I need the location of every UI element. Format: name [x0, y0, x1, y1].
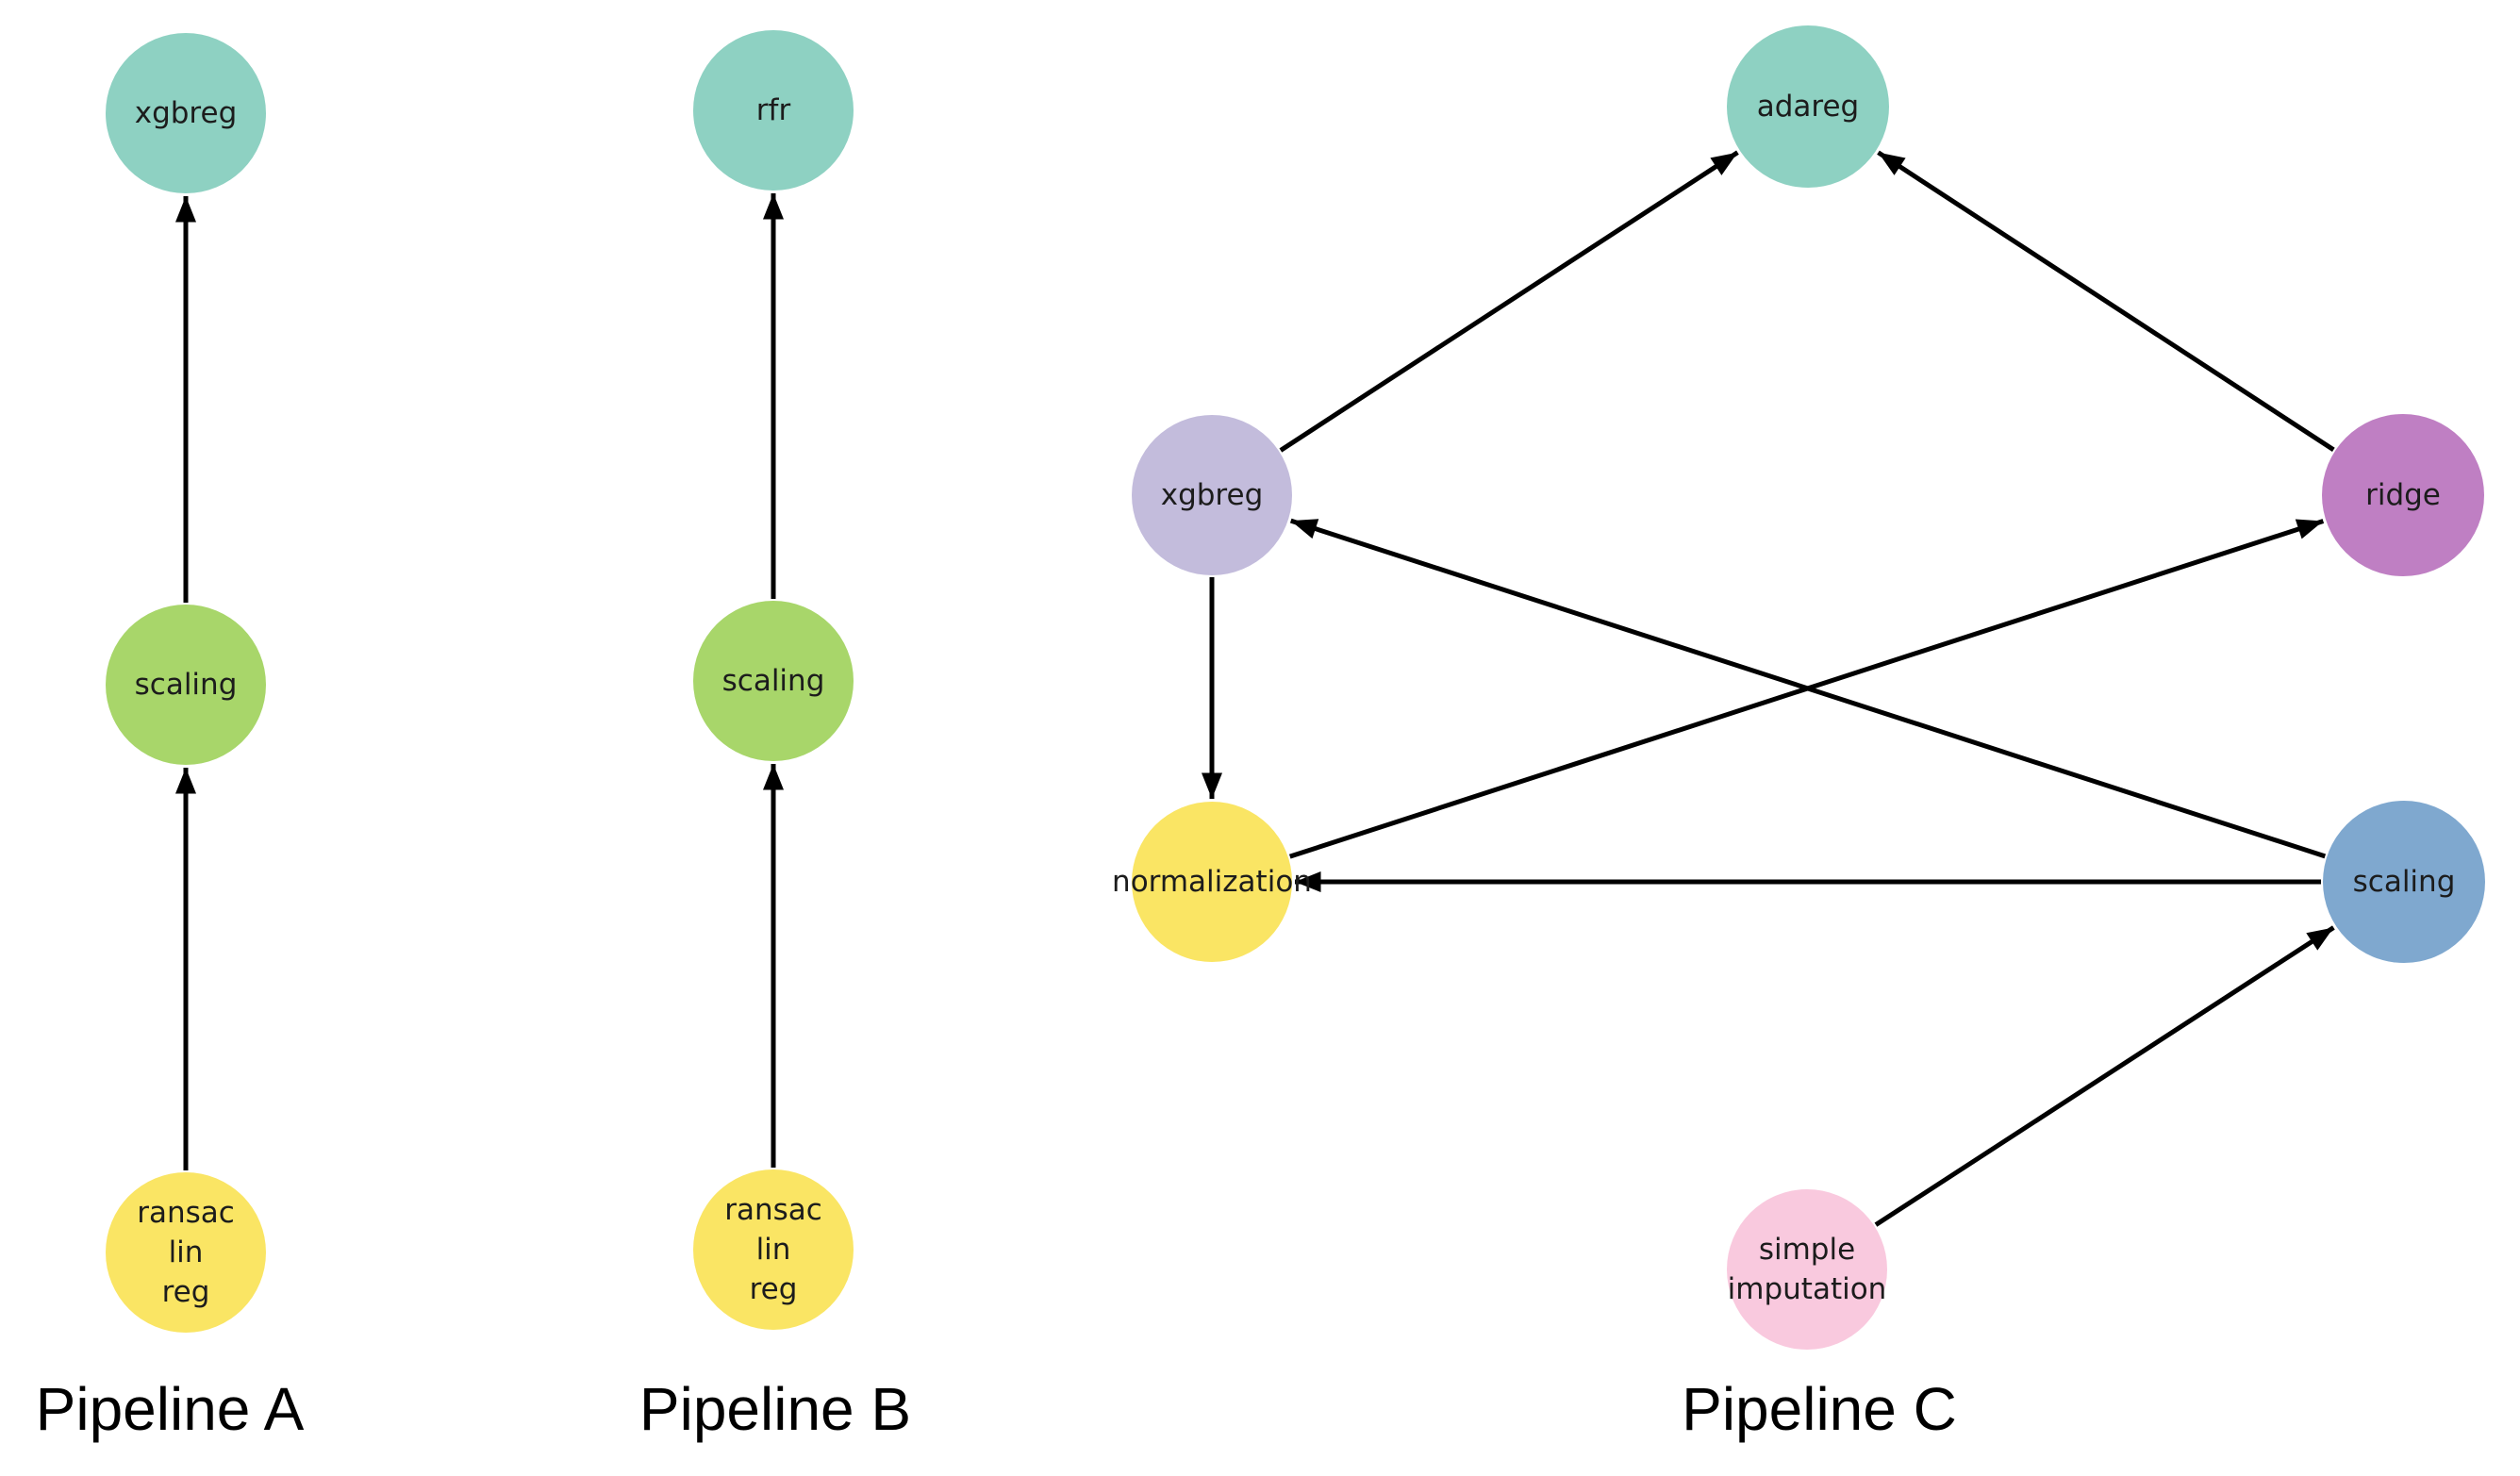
node-label-A-ransac: lin [169, 1236, 204, 1269]
pipeline-title-pipeline-a: Pipeline A [36, 1375, 305, 1443]
node-label-A-scaling: scaling [135, 668, 238, 702]
node-circle-C-normalization [1132, 802, 1292, 962]
node-label-B-scaling: scaling [722, 664, 825, 698]
node-C-scaling: scaling [2323, 801, 2485, 963]
node-label-C-scaling: scaling [2353, 865, 2456, 899]
node-label-C-adareg: adareg [1757, 90, 1860, 124]
node-C-normalization: normalization [1112, 802, 1312, 962]
node-circle-C-xgbreg [1132, 415, 1292, 575]
node-C-adareg: adareg [1727, 25, 1889, 188]
node-label-C-simple-imputation: simple [1759, 1233, 1855, 1267]
node-C-ridge: ridge [2322, 414, 2484, 576]
edge-C-ridge-to-C-adareg [1877, 150, 2335, 452]
edge-C-normalization-to-C-ridge [1288, 519, 2325, 859]
pipeline-title-pipeline-b: Pipeline B [639, 1375, 911, 1443]
node-label-C-xgbreg: xgbreg [1161, 478, 1264, 512]
pipeline-title-pipeline-c: Pipeline C [1682, 1375, 1957, 1443]
node-label-C-ridge: ridge [2365, 478, 2441, 512]
node-circle-C-simple-imputation [1727, 1189, 1887, 1350]
node-label-A-ransac: reg [162, 1275, 210, 1309]
edge-C-simple-imputation-to-C-scaling [1874, 925, 2335, 1227]
node-B-ransac: ransac lin reg [693, 1169, 854, 1330]
node-B-scaling: scaling [693, 601, 854, 761]
node-circle-B-scaling [693, 601, 854, 761]
node-label-C-normalization: normalization [1112, 865, 1312, 899]
node-label-A-xgbreg: xgbreg [135, 96, 238, 130]
node-label-B-rfr: rfr [756, 93, 791, 127]
node-C-simple-imputation: simple imputation [1727, 1189, 1887, 1350]
node-label-B-ransac: lin [756, 1233, 791, 1267]
node-label-C-simple-imputation: imputation [1728, 1272, 1887, 1306]
node-circle-A-scaling [106, 605, 266, 765]
edge-C-xgbreg-to-C-adareg [1279, 150, 1739, 453]
node-circle-A-xgbreg [106, 33, 266, 193]
pipeline-c: adareg xgbreg ridge normalization scaling sim… [1112, 25, 2485, 1443]
node-label-B-ransac: ransac [724, 1193, 822, 1227]
node-circle-B-ransac [693, 1169, 854, 1330]
node-A-xgbreg: xgbreg [106, 33, 266, 193]
node-circle-B-rfr [693, 30, 854, 191]
node-label-B-ransac: reg [750, 1272, 798, 1306]
node-circle-C-adareg [1727, 25, 1889, 188]
node-label-A-ransac: ransac [137, 1196, 235, 1230]
node-circle-C-ridge [2322, 414, 2484, 576]
node-circle-C-scaling [2323, 801, 2485, 963]
node-C-xgbreg: xgbreg [1132, 415, 1292, 575]
node-A-scaling: scaling [106, 605, 266, 765]
node-circle-A-ransac [106, 1172, 266, 1333]
node-A-ransac: ransac lin reg [106, 1172, 266, 1333]
node-B-rfr: rfr [693, 30, 854, 191]
